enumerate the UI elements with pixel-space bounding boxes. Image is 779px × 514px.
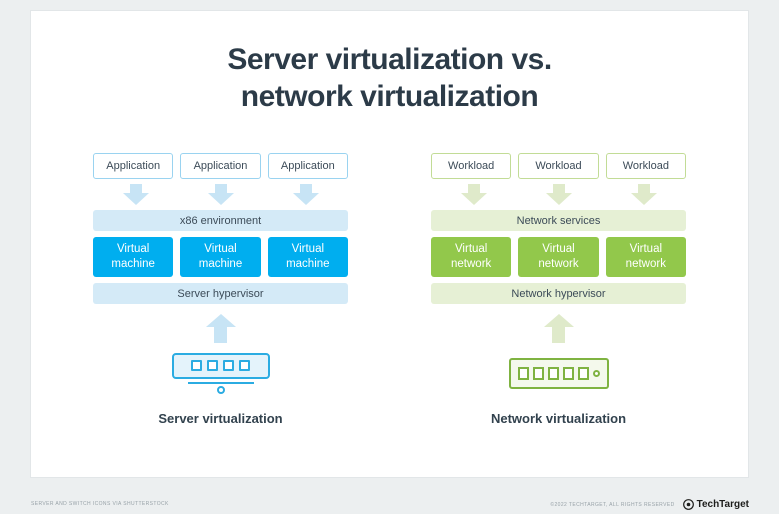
footer-right: ©2022 TECHTARGET, ALL RIGHTS RESERVED Te… bbox=[550, 499, 749, 510]
down-arrow-icon bbox=[630, 184, 657, 205]
switch-port-icon bbox=[532, 366, 544, 380]
virtual-machine-box: Virtual machine bbox=[180, 237, 261, 277]
server-icon bbox=[171, 352, 270, 394]
arrow-cell bbox=[93, 184, 178, 205]
diagram-columns: Application Application Application x86 … bbox=[31, 153, 748, 426]
techtarget-logo: TechTarget bbox=[682, 499, 749, 510]
network-arrow-row bbox=[431, 184, 686, 205]
server-caption: Server virtualization bbox=[158, 411, 283, 426]
virtual-network-row: Virtual network Virtual network Virtual … bbox=[431, 237, 686, 277]
switch-device-zone bbox=[431, 347, 686, 399]
down-arrow-icon bbox=[545, 184, 572, 205]
x86-environment-box: x86 environment bbox=[93, 210, 348, 231]
title-line-1: Server virtualization vs. bbox=[227, 43, 552, 76]
workload-row: Workload Workload Workload bbox=[431, 153, 686, 179]
virtual-network-box: Virtual network bbox=[431, 237, 512, 277]
target-icon bbox=[682, 499, 694, 510]
down-arrow-icon bbox=[122, 184, 149, 205]
up-arrow-icon bbox=[205, 314, 236, 343]
down-arrow-icon bbox=[292, 184, 319, 205]
network-caption: Network virtualization bbox=[490, 411, 627, 426]
server-base-line bbox=[187, 381, 254, 384]
server-connector-dot bbox=[216, 385, 225, 394]
footer-credit: SERVER AND SWITCH ICONS VIA SHUTTERSTOCK bbox=[31, 501, 169, 507]
server-slot-icon bbox=[207, 360, 218, 371]
workload-box: Workload bbox=[518, 153, 599, 179]
down-arrow-icon bbox=[460, 184, 487, 205]
application-box: Application bbox=[267, 153, 348, 179]
logo-wordmark: TechTarget bbox=[696, 499, 749, 510]
virtual-machine-box: Virtual machine bbox=[267, 237, 348, 277]
workload-box: Workload bbox=[605, 153, 686, 179]
down-arrow-icon bbox=[207, 184, 234, 205]
infographic-card: Server virtualization vs. network virtua… bbox=[30, 10, 749, 478]
server-arrow-row bbox=[93, 184, 348, 205]
arrow-cell bbox=[601, 184, 686, 205]
server-device-zone bbox=[93, 347, 348, 399]
switch-led-icon bbox=[592, 369, 600, 377]
page-title: Server virtualization vs. network virtua… bbox=[31, 41, 748, 115]
application-box: Application bbox=[93, 153, 174, 179]
network-services-box: Network services bbox=[431, 210, 686, 231]
server-slot-icon bbox=[223, 360, 234, 371]
arrow-cell bbox=[263, 184, 348, 205]
switch-port-icon bbox=[577, 366, 589, 380]
copyright-text: ©2022 TECHTARGET, ALL RIGHTS RESERVED bbox=[550, 501, 675, 508]
title-line-2: network virtualization bbox=[240, 80, 539, 113]
server-slot-icon bbox=[239, 360, 250, 371]
network-hypervisor-box: Network hypervisor bbox=[431, 283, 686, 304]
switch-port-icon bbox=[562, 366, 574, 380]
server-virtualization-column: Application Application Application x86 … bbox=[93, 153, 348, 426]
application-row: Application Application Application bbox=[93, 153, 348, 179]
switch-port-icon bbox=[547, 366, 559, 380]
virtual-network-box: Virtual network bbox=[605, 237, 686, 277]
server-slot-icon bbox=[191, 360, 202, 371]
virtual-machine-row: Virtual machine Virtual machine Virtual … bbox=[93, 237, 348, 277]
workload-box: Workload bbox=[431, 153, 512, 179]
server-hypervisor-box: Server hypervisor bbox=[93, 283, 348, 304]
arrow-cell bbox=[431, 184, 516, 205]
network-switch-icon bbox=[508, 357, 609, 389]
application-box: Application bbox=[180, 153, 261, 179]
network-virtualization-column: Workload Workload Workload Network servi… bbox=[431, 153, 686, 426]
arrow-cell bbox=[516, 184, 601, 205]
up-arrow-icon bbox=[543, 314, 574, 343]
virtual-network-box: Virtual network bbox=[518, 237, 599, 277]
arrow-cell bbox=[178, 184, 263, 205]
virtual-machine-box: Virtual machine bbox=[93, 237, 174, 277]
server-chassis bbox=[171, 352, 270, 379]
switch-port-icon bbox=[517, 366, 529, 380]
